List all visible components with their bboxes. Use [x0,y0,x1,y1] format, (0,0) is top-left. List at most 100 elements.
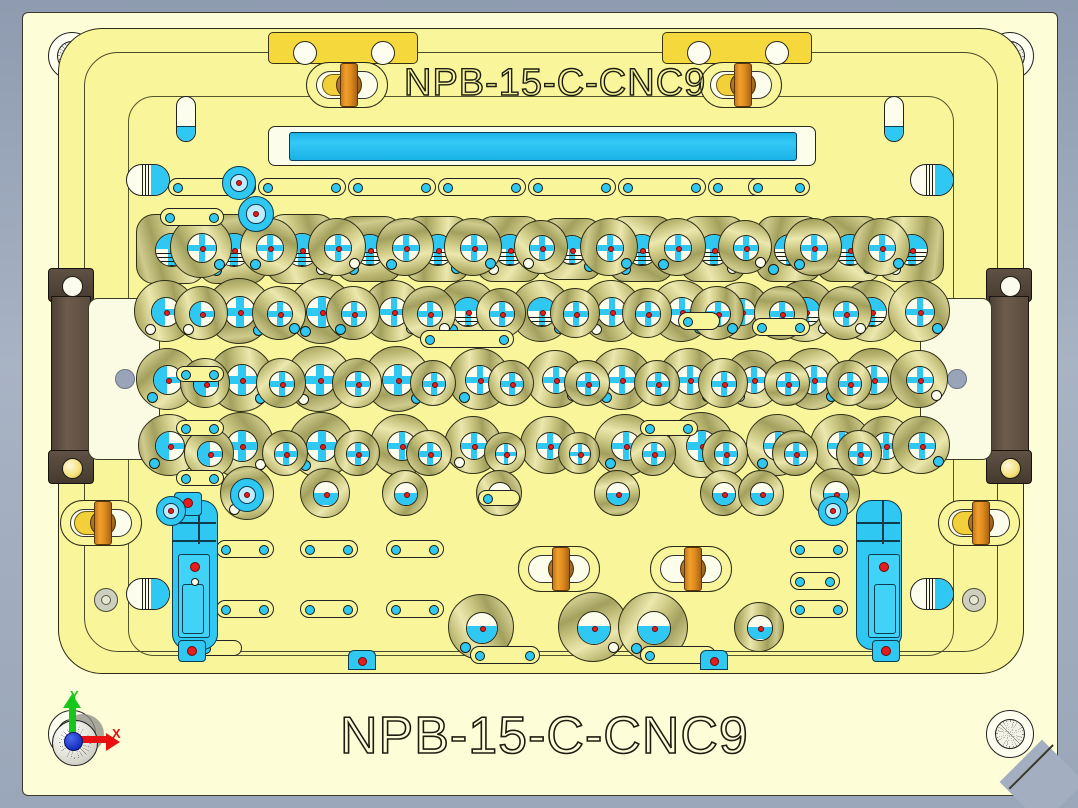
target-ring-upper-left-2[interactable] [238,196,274,232]
slot-hole[interactable] [483,494,493,504]
slot-hole[interactable] [683,317,693,327]
clamp-screw-head[interactable] [340,63,358,107]
slot-hole[interactable] [181,474,191,484]
slot-track[interactable] [300,600,358,618]
boss-left[interactable] [94,588,118,612]
slot-track[interactable] [618,178,706,196]
slot-track[interactable] [752,318,810,336]
slot-hole[interactable] [421,183,431,193]
slot-track[interactable] [216,540,274,558]
bottom-tab-left[interactable] [348,650,376,670]
target-ring-right[interactable] [818,496,848,526]
slot-hole[interactable] [795,545,805,555]
slot-hole[interactable] [259,545,269,555]
slot-hole[interactable] [331,183,341,193]
slot-track[interactable] [300,540,358,558]
clamp-screw-head[interactable] [734,63,752,107]
slot-hole[interactable] [305,605,315,615]
slot-hole[interactable] [795,323,805,333]
slot-track[interactable] [748,178,810,196]
clamp-top-right[interactable] [700,62,782,108]
slot-track[interactable] [438,178,526,196]
slot-track[interactable] [386,600,444,618]
slot-hole[interactable] [683,424,693,434]
slot-hole[interactable] [691,183,701,193]
target-ring-bottom-left[interactable] [230,478,264,512]
slot-hole[interactable] [645,651,655,661]
hub-bottom-right[interactable] [986,710,1034,758]
slot-hole[interactable] [259,605,269,615]
slot-hole[interactable] [221,545,231,555]
bracket-hole-1[interactable] [293,41,317,65]
slot-hole[interactable] [181,424,191,434]
clamp-screw-head[interactable] [972,501,990,545]
slot-hole[interactable] [221,605,231,615]
bracket-hole-3[interactable] [687,41,711,65]
slot-hole[interactable] [391,545,401,555]
rail-screw-bottom[interactable] [62,458,83,479]
tab-bolt[interactable] [358,657,367,666]
rail-screw-bottom[interactable] [1000,458,1021,479]
slot-track[interactable] [420,330,514,348]
slot-hole[interactable] [209,424,219,434]
slot-track[interactable] [640,420,698,436]
rail-left[interactable] [48,268,94,484]
slot-hole[interactable] [429,605,439,615]
slot-track[interactable] [348,178,436,196]
slot-hole[interactable] [533,183,543,193]
slot-hole[interactable] [263,183,273,193]
actuator-right[interactable] [852,492,908,662]
rail-block-bottom[interactable] [986,450,1032,484]
clamp-top-left[interactable] [306,62,388,108]
boss-right[interactable] [962,588,986,612]
slot-track[interactable] [176,420,224,436]
bracket-hole-4[interactable] [765,41,789,65]
slot-hole[interactable] [525,651,535,661]
slot-hole[interactable] [209,474,219,484]
actuator-bolt-upper[interactable] [879,562,889,572]
actuator-bolt-bottom[interactable] [881,646,891,656]
slot-track[interactable] [216,600,274,618]
slot-track[interactable] [790,600,848,618]
rail-right[interactable] [986,268,1032,484]
slot-hole[interactable] [443,183,453,193]
slot-hole[interactable] [499,335,509,345]
slot-hole[interactable] [305,545,315,555]
tab-bolt[interactable] [710,657,719,666]
slot-hole[interactable] [165,213,175,223]
actuator-left[interactable] [168,492,224,662]
slot-hole[interactable] [601,183,611,193]
clamp-screw-head[interactable] [94,501,112,545]
clamp-center-left[interactable] [518,546,600,592]
slot-hole[interactable] [645,424,655,434]
slot-hole[interactable] [475,651,485,661]
slot-hole[interactable] [833,545,843,555]
slot-hole[interactable] [795,605,805,615]
bracket-hole-2[interactable] [371,41,395,65]
slot-track[interactable] [790,572,840,590]
slot-hole[interactable] [833,605,843,615]
slot-hole[interactable] [795,183,805,193]
work-rail-bar-housing[interactable] [268,126,816,166]
slot-hole[interactable] [343,545,353,555]
slot-hole[interactable] [209,370,219,380]
target-ring-left[interactable] [156,496,186,526]
slot-hole[interactable] [209,213,219,223]
slot-track[interactable] [470,646,540,664]
slot-track[interactable] [478,490,520,506]
clamp-center-right[interactable] [650,546,732,592]
slot-track[interactable] [678,312,720,330]
slot-hole[interactable] [795,577,805,587]
slot-hole[interactable] [713,183,723,193]
panel-dot[interactable] [115,369,135,389]
clamp-screw-head[interactable] [684,547,702,591]
slot-hole[interactable] [825,577,835,587]
slot-hole[interactable] [173,183,183,193]
target-ring-upper-left[interactable] [222,166,256,200]
slot-track[interactable] [176,470,224,486]
axis-gizmo[interactable]: Y X [34,688,121,770]
slot-hole[interactable] [181,370,191,380]
slot-hole[interactable] [429,545,439,555]
slot-track[interactable] [528,178,616,196]
slot-hole[interactable] [757,323,767,333]
